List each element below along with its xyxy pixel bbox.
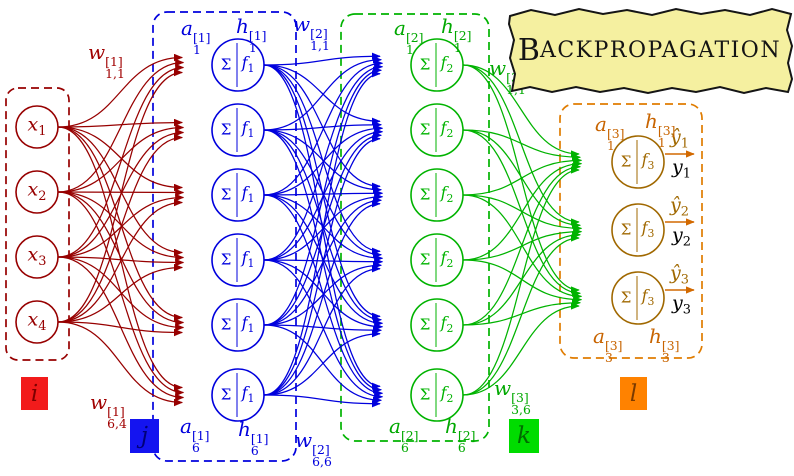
connection-input-layer-to-hidden-layer-1: [57, 188, 185, 197]
connection-hidden-layer-1-to-hidden-layer-2: [263, 129, 382, 324]
connection-input-layer-to-hidden-layer-1: [57, 58, 185, 193]
input-layer-node: [15, 170, 59, 214]
connection-hidden-layer-1-to-hidden-layer-2: [263, 324, 383, 334]
input-layer-node: [15, 300, 59, 344]
torn-paper-shape: [507, 7, 794, 95]
connection-hidden-layer-2-to-output-layer: [462, 166, 580, 396]
connection-input-layer-to-hidden-layer-1: [57, 63, 185, 258]
connection-hidden-layer-2-to-output-layer: [462, 302, 580, 396]
hidden-layer-1-box: [152, 11, 297, 462]
output-layer-node: [611, 271, 665, 325]
connection-hidden-layer-2-to-output-layer: [462, 129, 582, 161]
output-layer-box: [559, 103, 703, 359]
connection-hidden-layer-1-to-hidden-layer-2: [263, 129, 382, 194]
output-layer-node: [611, 203, 665, 257]
hidden-layer-2-node: [410, 103, 464, 157]
connection-input-layer-to-hidden-layer-1: [57, 133, 183, 323]
hidden-layer-2-node: [410, 38, 464, 92]
connection-hidden-layer-1-to-hidden-layer-2: [263, 52, 381, 66]
connection-hidden-layer-1-to-hidden-layer-2: [263, 394, 381, 408]
connection-input-layer-to-hidden-layer-1: [57, 198, 183, 323]
connection-input-layer-to-hidden-layer-1: [57, 321, 184, 337]
hidden-layer-1-node: [211, 368, 265, 422]
connection-input-layer-to-hidden-layer-1: [57, 118, 184, 128]
connection-hidden-layer-2-to-output-layer: [462, 156, 583, 196]
connection-input-layer-to-hidden-layer-1: [57, 263, 183, 323]
hidden-layer-1-node: [211, 298, 265, 352]
connection-hidden-layer-1-to-hidden-layer-2: [263, 261, 382, 326]
connection-hidden-layer-1-to-hidden-layer-2: [263, 63, 384, 261]
connection-hidden-layer-2-to-output-layer: [462, 64, 580, 158]
connection-hidden-layer-1-to-hidden-layer-2: [263, 64, 381, 255]
connection-hidden-layer-2-to-output-layer: [462, 234, 580, 396]
connection-hidden-layer-2-to-output-layer: [462, 159, 583, 261]
connection-hidden-layer-1-to-hidden-layer-2: [263, 200, 381, 396]
connection-input-layer-to-hidden-layer-1: [57, 126, 183, 192]
connection-input-layer-to-hidden-layer-1: [57, 191, 185, 327]
input-layer-node: [15, 105, 59, 149]
connection-input-layer-to-hidden-layer-1: [57, 68, 183, 323]
hidden-layer-2-node: [410, 368, 464, 422]
connection-hidden-layer-1-to-hidden-layer-2: [263, 56, 382, 131]
hidden-layer-1-node: [211, 103, 265, 157]
hidden-layer-2-badge: k: [509, 419, 539, 453]
connection-hidden-layer-1-to-hidden-layer-2: [263, 129, 382, 394]
connection-hidden-layer-1-to-hidden-layer-2: [263, 265, 381, 396]
hidden-layer-1-badge: j: [130, 419, 159, 453]
connection-input-layer-to-hidden-layer-1: [57, 126, 183, 257]
connection-input-layer-to-hidden-layer-1: [57, 256, 185, 332]
hidden-layer-1-node: [211, 168, 265, 222]
input-layer-box: [5, 87, 70, 361]
connection-hidden-layer-1-to-hidden-layer-2: [263, 121, 383, 131]
connection-input-layer-to-hidden-layer-1: [57, 256, 185, 267]
hidden-layer-1-node: [211, 233, 265, 287]
hidden-layer-2-node: [410, 233, 464, 287]
connection-input-layer-to-hidden-layer-1: [57, 191, 185, 262]
torn-paper-polygon: [507, 7, 794, 95]
output-layer-node: [611, 135, 665, 189]
input-layer-badge: i: [21, 377, 48, 410]
output-layer-badge: l: [620, 377, 647, 410]
connection-input-layer-to-hidden-layer-1: [57, 53, 183, 128]
connection-hidden-layer-1-to-hidden-layer-2: [263, 129, 382, 259]
connection-hidden-layer-1-to-hidden-layer-2: [263, 64, 381, 125]
connection-hidden-layer-1-to-hidden-layer-2: [263, 324, 382, 404]
connection-hidden-layer-1-to-hidden-layer-2: [263, 70, 381, 396]
connection-input-layer-to-hidden-layer-1: [57, 126, 183, 322]
connection-hidden-layer-1-to-hidden-layer-2: [263, 330, 381, 396]
connection-input-layer-to-hidden-layer-1: [57, 123, 185, 193]
input-layer-node: [15, 235, 59, 279]
connection-hidden-layer-1-to-hidden-layer-2: [263, 66, 382, 326]
hidden-layer-2-node: [410, 298, 464, 352]
hidden-layer-1-node: [211, 38, 265, 92]
connection-input-layer-to-hidden-layer-1: [57, 321, 183, 407]
connection-hidden-layer-1-to-hidden-layer-2: [263, 64, 381, 190]
connection-hidden-layer-1-to-hidden-layer-2: [263, 59, 384, 196]
connection-hidden-layer-1-to-hidden-layer-2: [263, 135, 381, 396]
connection-hidden-layer-2-to-output-layer: [462, 163, 581, 326]
hidden-layer-2-node: [410, 168, 464, 222]
